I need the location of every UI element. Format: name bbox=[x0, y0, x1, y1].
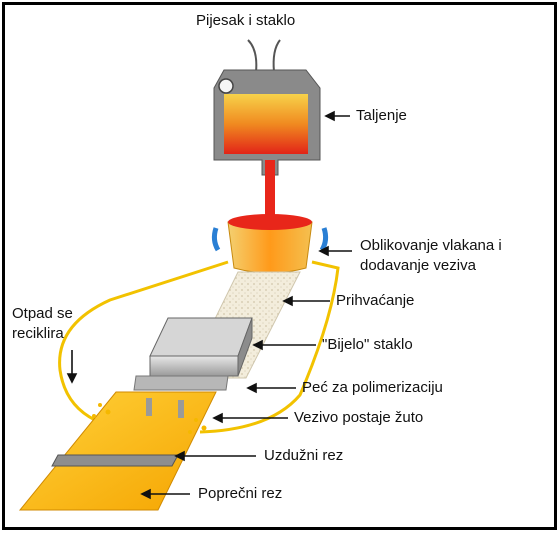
molten-stream bbox=[265, 160, 275, 222]
curing-oven bbox=[133, 317, 253, 391]
label-sand-and-glass: Pijesak i staklo bbox=[196, 12, 296, 29]
burner-flame-icon bbox=[319, 227, 329, 252]
melting-furnace bbox=[213, 69, 321, 176]
sand-input-chute bbox=[247, 39, 281, 73]
longitudinal-cutter bbox=[51, 454, 179, 467]
label-longitudinal-cut: Uzdužni rez bbox=[264, 447, 344, 464]
label-curing-oven: Peć za polimerizaciju bbox=[302, 379, 443, 396]
label-recycle-line1: Otpad se bbox=[12, 305, 73, 322]
fiberizing-spinner bbox=[211, 214, 329, 274]
burner-flame-icon bbox=[211, 227, 221, 252]
label-recycle-line2: reciklira bbox=[12, 325, 64, 342]
label-binder-yellow: Vezivo postaje žuto bbox=[294, 409, 424, 426]
label-fiberizing-line1: Oblikovanje vlakana i bbox=[360, 237, 502, 254]
mineral-wool-slab bbox=[18, 391, 217, 511]
label-melting: Taljenje bbox=[356, 107, 407, 124]
saw-blade-icon bbox=[178, 400, 184, 418]
label-cross-cut: Poprečni rez bbox=[198, 485, 283, 502]
recycle-loop bbox=[58, 260, 340, 434]
label-fiberizing-line2: dodavanje veziva bbox=[360, 257, 476, 274]
gauge-icon bbox=[218, 78, 234, 94]
leader-arrows bbox=[66, 110, 352, 500]
label-collection: Prihvaćanje bbox=[336, 292, 415, 309]
scrap-particles bbox=[92, 403, 207, 434]
saw-blade-icon bbox=[146, 398, 152, 416]
label-white-glass: "Bijelo" staklo bbox=[322, 336, 413, 353]
